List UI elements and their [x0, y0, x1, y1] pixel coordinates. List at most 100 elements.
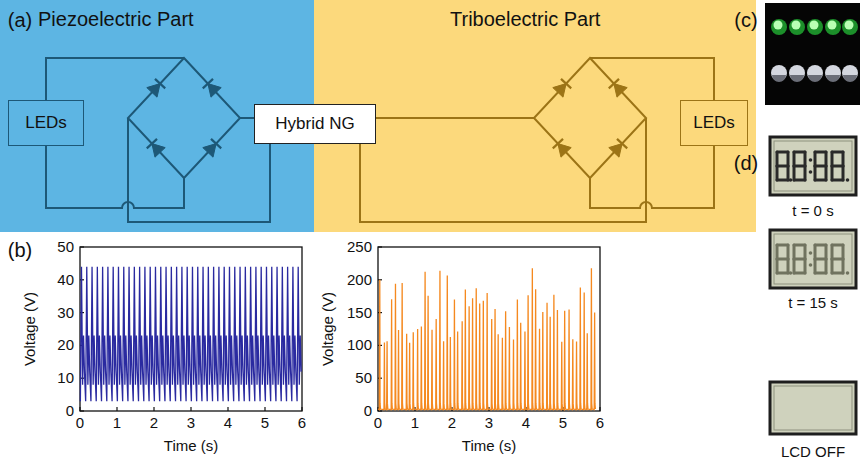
axis-title: Time (s) — [164, 437, 218, 454]
region-title: Piezoelectric Part — [38, 8, 194, 31]
lcd-dot — [809, 170, 813, 174]
lcd-segment — [814, 152, 817, 166]
lcd-segment — [842, 245, 845, 259]
lcd-segment — [831, 166, 834, 180]
led-photo — [765, 3, 860, 105]
lcd-segment — [787, 259, 790, 273]
voltage-trace — [378, 268, 595, 409]
led-glow — [845, 21, 854, 30]
tick-label: 20 — [57, 337, 74, 354]
lcd-segment — [794, 151, 805, 154]
white-led — [807, 65, 823, 81]
lcd-dot — [809, 158, 813, 162]
generator-box: Hybrid NG — [254, 104, 376, 144]
tick-label: 6 — [298, 414, 306, 431]
green-led — [842, 19, 858, 35]
tick-label: 4 — [224, 414, 232, 431]
lcd-displays — [770, 137, 856, 434]
axis-title: Voltage (V) — [319, 292, 336, 366]
lcd-segment — [832, 179, 843, 182]
panel-letter: (a) — [8, 9, 32, 32]
lcd-segment — [794, 258, 805, 261]
led-glow — [828, 21, 837, 30]
lcd-segment — [832, 272, 843, 275]
tick-label: 0 — [76, 414, 84, 431]
lcd-segment — [804, 166, 807, 180]
caption: LCD OFF — [781, 443, 845, 460]
led-shadow — [843, 75, 857, 82]
lcd-segment — [842, 152, 845, 166]
tick-label: 50 — [355, 370, 372, 387]
white-led — [789, 65, 805, 81]
lcd-segment — [793, 152, 796, 166]
tick-label: 0 — [66, 402, 74, 419]
led-lamps — [771, 19, 858, 82]
tick-label: 0 — [374, 414, 382, 431]
lcd-segment — [793, 245, 796, 259]
axis-title: Voltage (V) — [21, 292, 38, 366]
lcd-segment — [814, 245, 817, 259]
box-label: LEDs — [25, 113, 67, 133]
lcd-dot — [809, 263, 813, 267]
x-tick — [599, 407, 600, 411]
green-led — [825, 19, 841, 35]
lcd-segment — [787, 152, 790, 166]
tick-label: 6 — [596, 414, 604, 431]
lcd-panel — [770, 382, 856, 434]
lcd-segment — [815, 244, 826, 247]
lcd-segment — [832, 258, 843, 261]
region-title: Triboelectric Part — [450, 8, 600, 31]
green-led — [771, 19, 787, 35]
tick-label: 4 — [522, 414, 530, 431]
lcd-segment — [825, 152, 828, 166]
tick-label: 250 — [347, 238, 372, 255]
tick-label: 30 — [57, 304, 74, 321]
led-shadow — [808, 75, 822, 82]
tick-label: 5 — [559, 414, 567, 431]
tick-label: 5 — [261, 414, 269, 431]
lcd-segment — [842, 166, 845, 180]
x-tick — [79, 407, 80, 411]
panel-letter: (c) — [734, 9, 757, 32]
lcd-window — [774, 234, 852, 284]
lcd-segment — [794, 179, 805, 182]
lcd-segment — [787, 245, 790, 259]
lcd-segment — [825, 166, 828, 180]
lcd-segment — [793, 166, 796, 180]
white-led — [842, 65, 858, 81]
y-tick — [80, 246, 84, 247]
tick-label: 1 — [113, 414, 121, 431]
load-box: LEDs — [680, 100, 748, 146]
lcd-segment — [825, 259, 828, 273]
panel-letter: (d) — [734, 152, 758, 175]
lcd-segment — [815, 151, 826, 154]
lcd-segment — [831, 152, 834, 166]
tick-label: 10 — [57, 370, 74, 387]
white-led — [825, 65, 841, 81]
lcd-segment — [815, 272, 826, 275]
lcd-dot — [846, 178, 850, 182]
tick-label: 150 — [347, 304, 372, 321]
axis-title: Time (s) — [462, 437, 516, 454]
lcd-segment — [815, 165, 826, 168]
lcd-segment — [804, 259, 807, 273]
lcd-segment — [832, 151, 843, 154]
led-shadow — [826, 75, 840, 82]
x-tick — [116, 407, 117, 411]
voltage-traces — [80, 267, 595, 410]
tick-label: 200 — [347, 271, 372, 288]
lcd-segment — [777, 244, 788, 247]
lcd-segment — [794, 244, 805, 247]
lcd-segment — [815, 179, 826, 182]
lcd-dot — [809, 251, 813, 255]
lcd-window — [774, 141, 852, 191]
lcd-segment — [776, 152, 779, 166]
tick-label: 2 — [150, 414, 158, 431]
tick-label: 0 — [364, 402, 372, 419]
tick-label: 100 — [347, 337, 372, 354]
lcd-segment — [804, 152, 807, 166]
lcd-segment — [842, 259, 845, 273]
lcd-dot — [789, 178, 793, 182]
